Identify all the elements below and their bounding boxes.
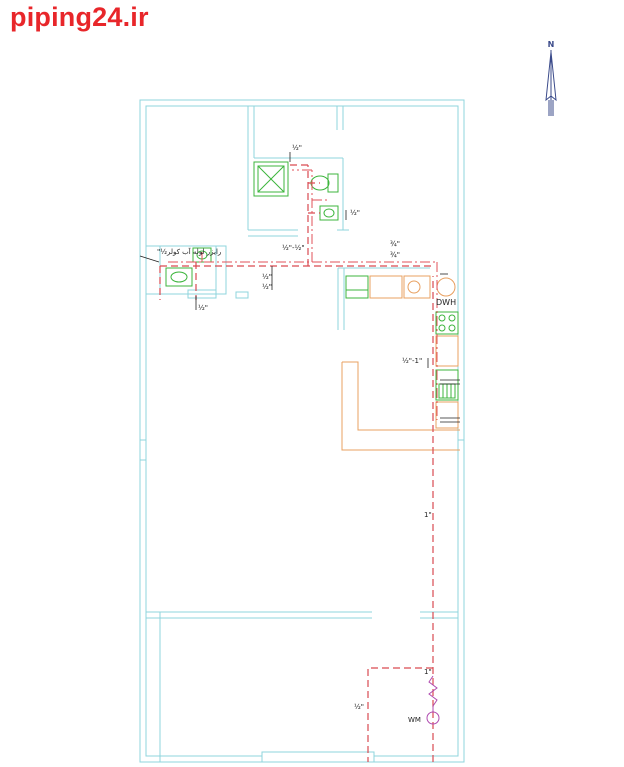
cold-water-pipes [159,164,434,762]
label-kitchen-feed: ½"-1" [402,357,422,365]
label-main: 1" [424,511,432,519]
water-heater-symbol [436,277,456,297]
small-toilet-fixture [165,267,193,287]
water-meter [426,675,440,725]
kitchen-cabinets [369,275,459,429]
sink-fixture [435,369,459,401]
label-kitchen-hot: ¾" [390,240,400,248]
brand-logo-text: piping24.ir [10,2,149,32]
label-meter-in: 1" [424,668,432,676]
pipe-labels: ½" ½" ½"-½" ½" ½" ¾" ¾" ½" ½"-1" 1" 1" ½… [198,144,432,711]
heater-label: DWH [436,298,456,307]
shower-fixture [253,161,289,197]
label-small-bath: ½" [198,304,208,312]
riser-label: رایزر لوله آب کولر½" [157,247,221,256]
label-bath-basin: ½" [350,209,360,217]
label-corridor-reducer: ½"-½" [282,244,305,252]
toilet-fixture [310,173,339,193]
label-branch: ½" [354,703,364,711]
pipe-ticks [139,152,460,423]
label-corridor-a: ½" [262,273,272,281]
north-label: N [548,40,555,49]
kitchen-counter [341,361,460,451]
north-arrow [545,50,557,116]
walls [139,99,465,763]
label-kitchen-cold: ¾" [390,251,400,259]
hot-water-pipes [168,169,438,420]
basin-fixture [319,205,339,221]
label-bath-top: ½" [292,144,302,152]
fridge-fixture [345,275,369,299]
label-corridor-b: ½" [262,283,272,291]
stove-fixture [435,311,459,335]
meter-label: WM [408,716,421,724]
